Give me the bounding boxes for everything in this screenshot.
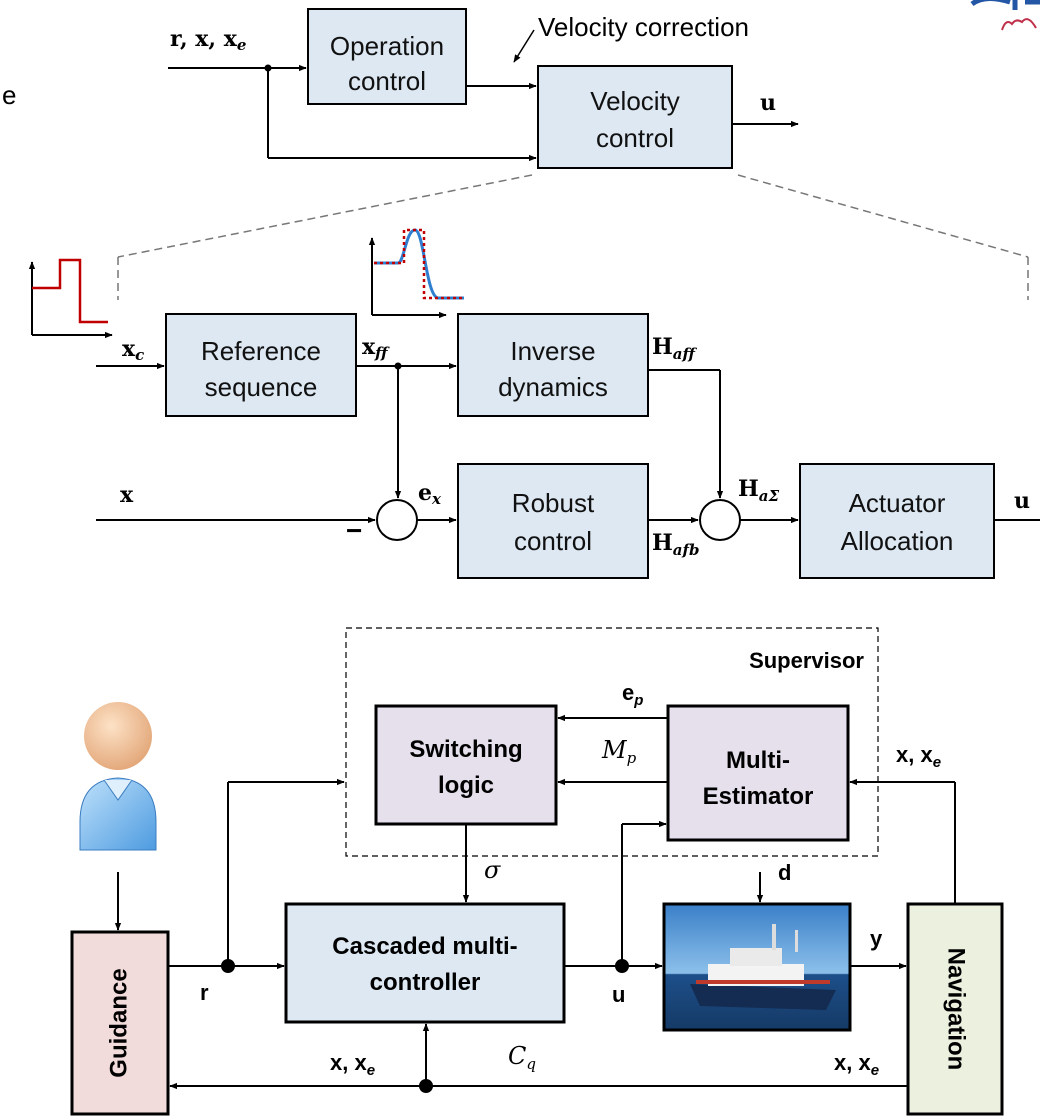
h-asigma-label: HaΣ xyxy=(738,476,780,505)
multi-estimator-block xyxy=(666,704,850,842)
mp-label: Mp xyxy=(601,736,637,767)
cascaded-controller-label-2: controller xyxy=(370,969,481,996)
multi-estimator-label-1: Multi- xyxy=(726,747,790,774)
zoom-line-right xyxy=(737,174,1029,258)
guidance-label: Guidance xyxy=(105,968,132,1077)
h-aff-label: Haff xyxy=(652,334,698,363)
velocity-control-block xyxy=(537,65,733,169)
operator-avatar xyxy=(79,702,157,851)
actuator-allocation-label-2: Allocation xyxy=(841,526,954,556)
multi-estimator-label-2: Estimator xyxy=(703,783,814,810)
ship-image xyxy=(662,902,852,1032)
r-junction xyxy=(221,959,235,973)
x-input-label: x xyxy=(120,482,134,508)
switching-logic-label-1: Switching xyxy=(409,736,522,763)
controller-feedback-label: x, xe xyxy=(330,1050,375,1079)
reference-sequence-label-2: sequence xyxy=(205,372,318,402)
y-label: y xyxy=(870,926,883,951)
u-label: u xyxy=(612,982,625,1007)
ex-label: ex xyxy=(418,480,442,508)
inverse-dynamics-label-1: Inverse xyxy=(510,336,595,366)
disturbance-label: d xyxy=(778,860,791,885)
actuator-allocation-block xyxy=(799,463,995,579)
cq-label: Cq xyxy=(508,1042,536,1073)
zoom-line-left xyxy=(117,174,533,258)
xff-label: xff xyxy=(362,334,390,362)
supervisor-boundary xyxy=(345,627,879,857)
actuator-allocation-label-1: Actuator xyxy=(849,488,946,518)
response-plot xyxy=(368,228,464,319)
ep-label: ep xyxy=(622,680,643,709)
cascaded-controller-label-1: Cascaded multi- xyxy=(332,933,517,960)
left-edge-letter: e xyxy=(2,80,16,110)
step-input-plot xyxy=(28,258,113,339)
minus-sign: − xyxy=(346,515,362,546)
velocity-correction-label: Velocity correction xyxy=(538,12,749,42)
operation-control-label-1: Operation xyxy=(330,31,444,61)
sigma-label: σ xyxy=(484,856,501,884)
switching-logic-label-2: logic xyxy=(438,772,494,799)
velocity-correction-pointer xyxy=(513,29,535,63)
cascaded-multi-controller-block xyxy=(284,902,566,1024)
robust-control-block xyxy=(457,463,649,579)
feedback-junction xyxy=(419,1079,433,1093)
top-junction xyxy=(264,64,272,72)
r-label: r xyxy=(200,980,209,1005)
robust-control-label-1: Robust xyxy=(512,488,595,518)
u-junction xyxy=(615,959,629,973)
navigation-output-label: x, xe xyxy=(834,1050,879,1079)
operation-control-block xyxy=(307,8,467,105)
inverse-dynamics-block xyxy=(457,313,649,417)
xc-label: xc xyxy=(122,336,144,364)
estimator-input-label: x, xe xyxy=(896,742,941,771)
top-connectors xyxy=(168,64,799,162)
xff-junction xyxy=(394,362,402,370)
middle-output-label: u xyxy=(1014,488,1030,514)
switching-logic-block xyxy=(374,704,558,826)
guidance-block xyxy=(70,930,170,1116)
operation-control-label-2: control xyxy=(348,66,426,96)
inverse-dynamics-label-2: dynamics xyxy=(498,372,608,402)
supervisor-label: Supervisor xyxy=(749,648,864,673)
robust-control-label-2: control xyxy=(514,526,592,556)
reference-sequence-label-1: Reference xyxy=(201,336,321,366)
error-summing-junction xyxy=(376,499,418,541)
velocity-control-label-2: control xyxy=(596,123,674,153)
command-summing-junction xyxy=(699,499,741,541)
middle-connectors xyxy=(96,362,1040,524)
navigation-block xyxy=(906,902,1004,1116)
logo-fragment xyxy=(970,0,1040,31)
velocity-control-label-1: Velocity xyxy=(590,86,680,116)
navigation-label: Navigation xyxy=(943,948,970,1071)
top-output-label: u xyxy=(760,90,776,116)
top-input-label: r, x, xe xyxy=(170,26,246,54)
bottom-connectors xyxy=(114,714,956,1090)
h-afb-label: Hafb xyxy=(652,530,699,559)
